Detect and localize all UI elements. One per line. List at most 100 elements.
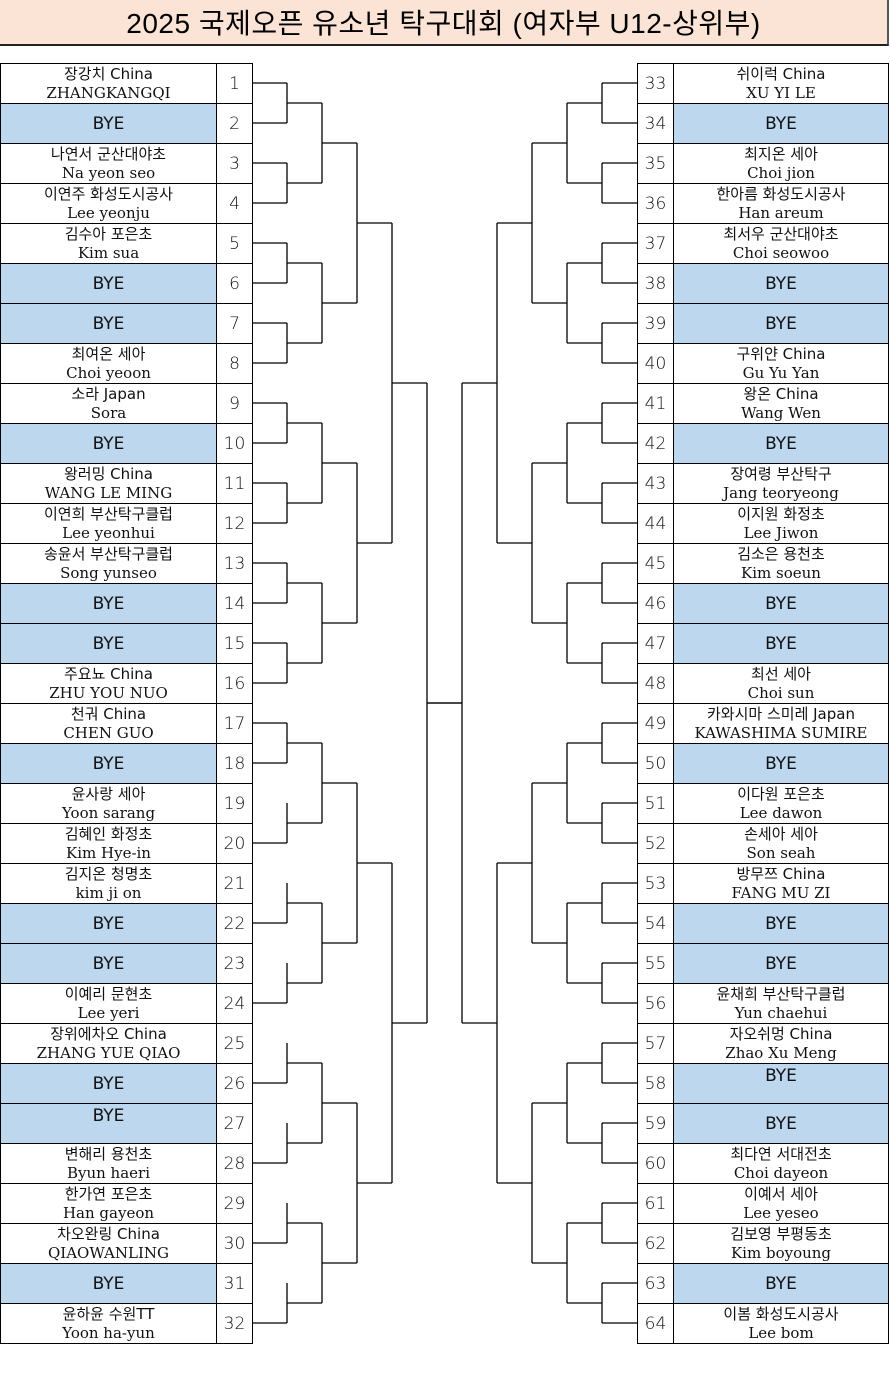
bye-slot: BYE bbox=[0, 423, 217, 464]
seed-number: 18 bbox=[216, 743, 253, 784]
seed-number: 40 bbox=[637, 343, 674, 384]
player-name-korean: 자오쉬멍 China bbox=[729, 1024, 833, 1043]
player-name-english: Lee yeonju bbox=[67, 203, 150, 222]
seed-number: 64 bbox=[637, 1303, 674, 1344]
player-name-english: Son seah bbox=[746, 843, 816, 862]
seed-number: 37 bbox=[637, 223, 674, 264]
player-name-korean: 이연희 부산탁구클럽 bbox=[44, 504, 173, 523]
player-name-english: Han areum bbox=[738, 203, 824, 222]
seed-number: 21 bbox=[216, 863, 253, 904]
player-name-korean: 왕러밍 China bbox=[63, 464, 153, 483]
bye-label: BYE bbox=[765, 593, 797, 614]
seed-number: 39 bbox=[637, 303, 674, 344]
seed-number: 7 bbox=[216, 303, 253, 344]
player-name-korean: 구위얀 China bbox=[736, 344, 826, 363]
seed-number: 59 bbox=[637, 1103, 674, 1144]
seed-number: 23 bbox=[216, 943, 253, 984]
player-name-english: Lee Jiwon bbox=[743, 523, 819, 542]
bye-label: BYE bbox=[765, 313, 797, 334]
seed-number: 42 bbox=[637, 423, 674, 464]
seed-number: 34 bbox=[637, 103, 674, 144]
bye-label: BYE bbox=[92, 953, 125, 974]
player-name-english: Lee dawon bbox=[739, 803, 823, 822]
seed-number: 62 bbox=[637, 1223, 674, 1264]
bye-label: BYE bbox=[765, 753, 797, 774]
seed-number: 52 bbox=[637, 823, 674, 864]
player-name-english: WANG LE MING bbox=[44, 483, 173, 502]
player-name-korean: 최지온 세아 bbox=[744, 144, 818, 163]
player-name-english: ZHANGKANGQI bbox=[46, 83, 171, 102]
seed-number: 6 bbox=[216, 263, 253, 304]
player-name-english: Na yeon seo bbox=[61, 163, 156, 182]
bye-label: BYE bbox=[92, 633, 125, 654]
seed-number: 33 bbox=[637, 63, 674, 104]
page-title: 2025 국제오픈 유소년 탁구대회 (여자부 U12-상위부) bbox=[0, 0, 889, 46]
player-name-english: Jang teoryeong bbox=[723, 483, 839, 502]
seed-number: 11 bbox=[216, 463, 253, 504]
seed-number: 16 bbox=[216, 663, 253, 704]
seed-number: 43 bbox=[637, 463, 674, 504]
player-name-english: Song yunseo bbox=[60, 563, 157, 582]
bye-label: BYE bbox=[765, 913, 797, 934]
seed-number: 36 bbox=[637, 183, 674, 224]
player-name-english: Yoon ha-yun bbox=[62, 1323, 155, 1342]
player-name-korean: 장위에차오 China bbox=[50, 1024, 167, 1043]
bye-label: BYE bbox=[92, 113, 125, 134]
player-name-english: Lee yeseo bbox=[743, 1203, 819, 1222]
bye-slot: BYE bbox=[673, 1063, 889, 1104]
player-name-english: Choi jion bbox=[747, 163, 815, 182]
bye-label: BYE bbox=[765, 1273, 797, 1294]
player-name-korean: 김보영 부평동초 bbox=[730, 1224, 832, 1243]
bye-slot: BYE bbox=[0, 1103, 217, 1144]
seed-number: 45 bbox=[637, 543, 674, 584]
player-name-korean: 한아름 화성도시공사 bbox=[716, 184, 846, 203]
player-name-korean: 변해리 용천초 bbox=[64, 1144, 153, 1163]
player-name-korean: 한가연 포은초 bbox=[64, 1184, 153, 1203]
bye-label: BYE bbox=[765, 633, 797, 654]
seed-number: 53 bbox=[637, 863, 674, 904]
bye-label: BYE bbox=[92, 433, 125, 454]
player-name-english: Sora bbox=[90, 403, 127, 422]
player-name-korean: 카와시마 스미레 Japan bbox=[707, 704, 855, 723]
seed-number: 50 bbox=[637, 743, 674, 784]
seed-number: 32 bbox=[216, 1303, 253, 1344]
seed-number: 19 bbox=[216, 783, 253, 824]
seed-number: 47 bbox=[637, 623, 674, 664]
bye-label: BYE bbox=[765, 273, 797, 294]
player-name-korean: 장여령 부산탁구 bbox=[730, 464, 832, 483]
seed-number: 35 bbox=[637, 143, 674, 184]
player-name-english: Yun chaehui bbox=[734, 1003, 828, 1022]
seed-number: 38 bbox=[637, 263, 674, 304]
player-name-korean: 윤채희 부산탁구클럽 bbox=[716, 984, 846, 1003]
player-name-english: Choi sun bbox=[747, 683, 815, 702]
player-name-korean: 윤하윤 수원TT bbox=[62, 1304, 155, 1323]
player-name-korean: 방무쯔 China bbox=[736, 864, 826, 883]
seed-number: 28 bbox=[216, 1143, 253, 1184]
seed-number: 49 bbox=[637, 703, 674, 744]
player-name-korean: 최선 세아 bbox=[751, 664, 811, 683]
bye-label: BYE bbox=[765, 953, 797, 974]
seed-number: 63 bbox=[637, 1263, 674, 1304]
seed-number: 61 bbox=[637, 1183, 674, 1224]
player-name-english: Han gayeon bbox=[62, 1203, 155, 1222]
bye-slot: BYE bbox=[673, 103, 889, 144]
player-name-korean: 이다원 포은초 bbox=[737, 784, 825, 803]
